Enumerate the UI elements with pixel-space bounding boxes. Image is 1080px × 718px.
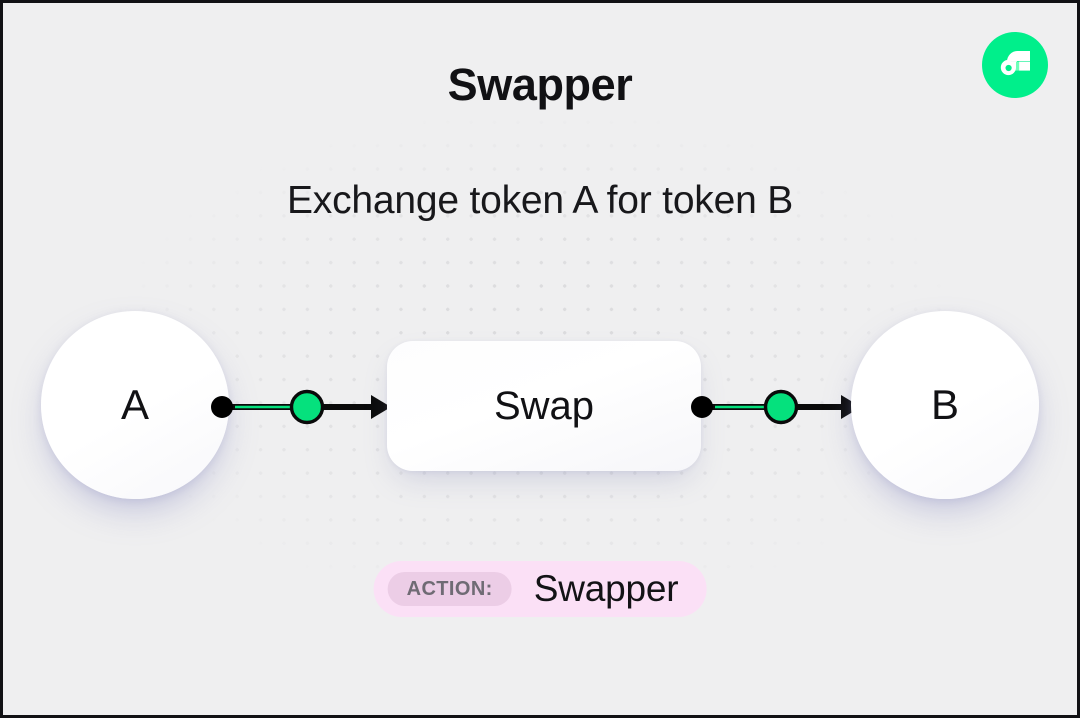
connector-a-to-swap (211, 387, 391, 427)
connector-arrowhead (371, 395, 391, 419)
node-swap-label: Swap (493, 383, 595, 428)
connector-swap-to-b (691, 387, 861, 427)
node-token-b-label: B (930, 381, 959, 428)
connector-marker-node[interactable] (289, 389, 325, 425)
page-subtitle: Exchange token A for token B (286, 179, 794, 222)
page-title: Swapper (447, 59, 633, 110)
connector-source-dot (691, 396, 713, 418)
action-badge: ACTION: Swapper (373, 561, 707, 617)
flow-logo-icon (1000, 51, 1030, 76)
node-token-a-label: A (120, 381, 149, 428)
node-token-a[interactable]: A (41, 311, 229, 499)
flow-logo (982, 32, 1048, 98)
action-badge-key: ACTION: (387, 572, 512, 606)
node-swap[interactable]: Swap (387, 341, 701, 471)
connector-source-dot (211, 396, 233, 418)
action-badge-value: Swapper (533, 568, 679, 609)
connector-marker-node[interactable] (763, 389, 799, 425)
flow-diagram: A Swap B (3, 301, 1077, 513)
node-token-b[interactable]: B (851, 311, 1039, 499)
